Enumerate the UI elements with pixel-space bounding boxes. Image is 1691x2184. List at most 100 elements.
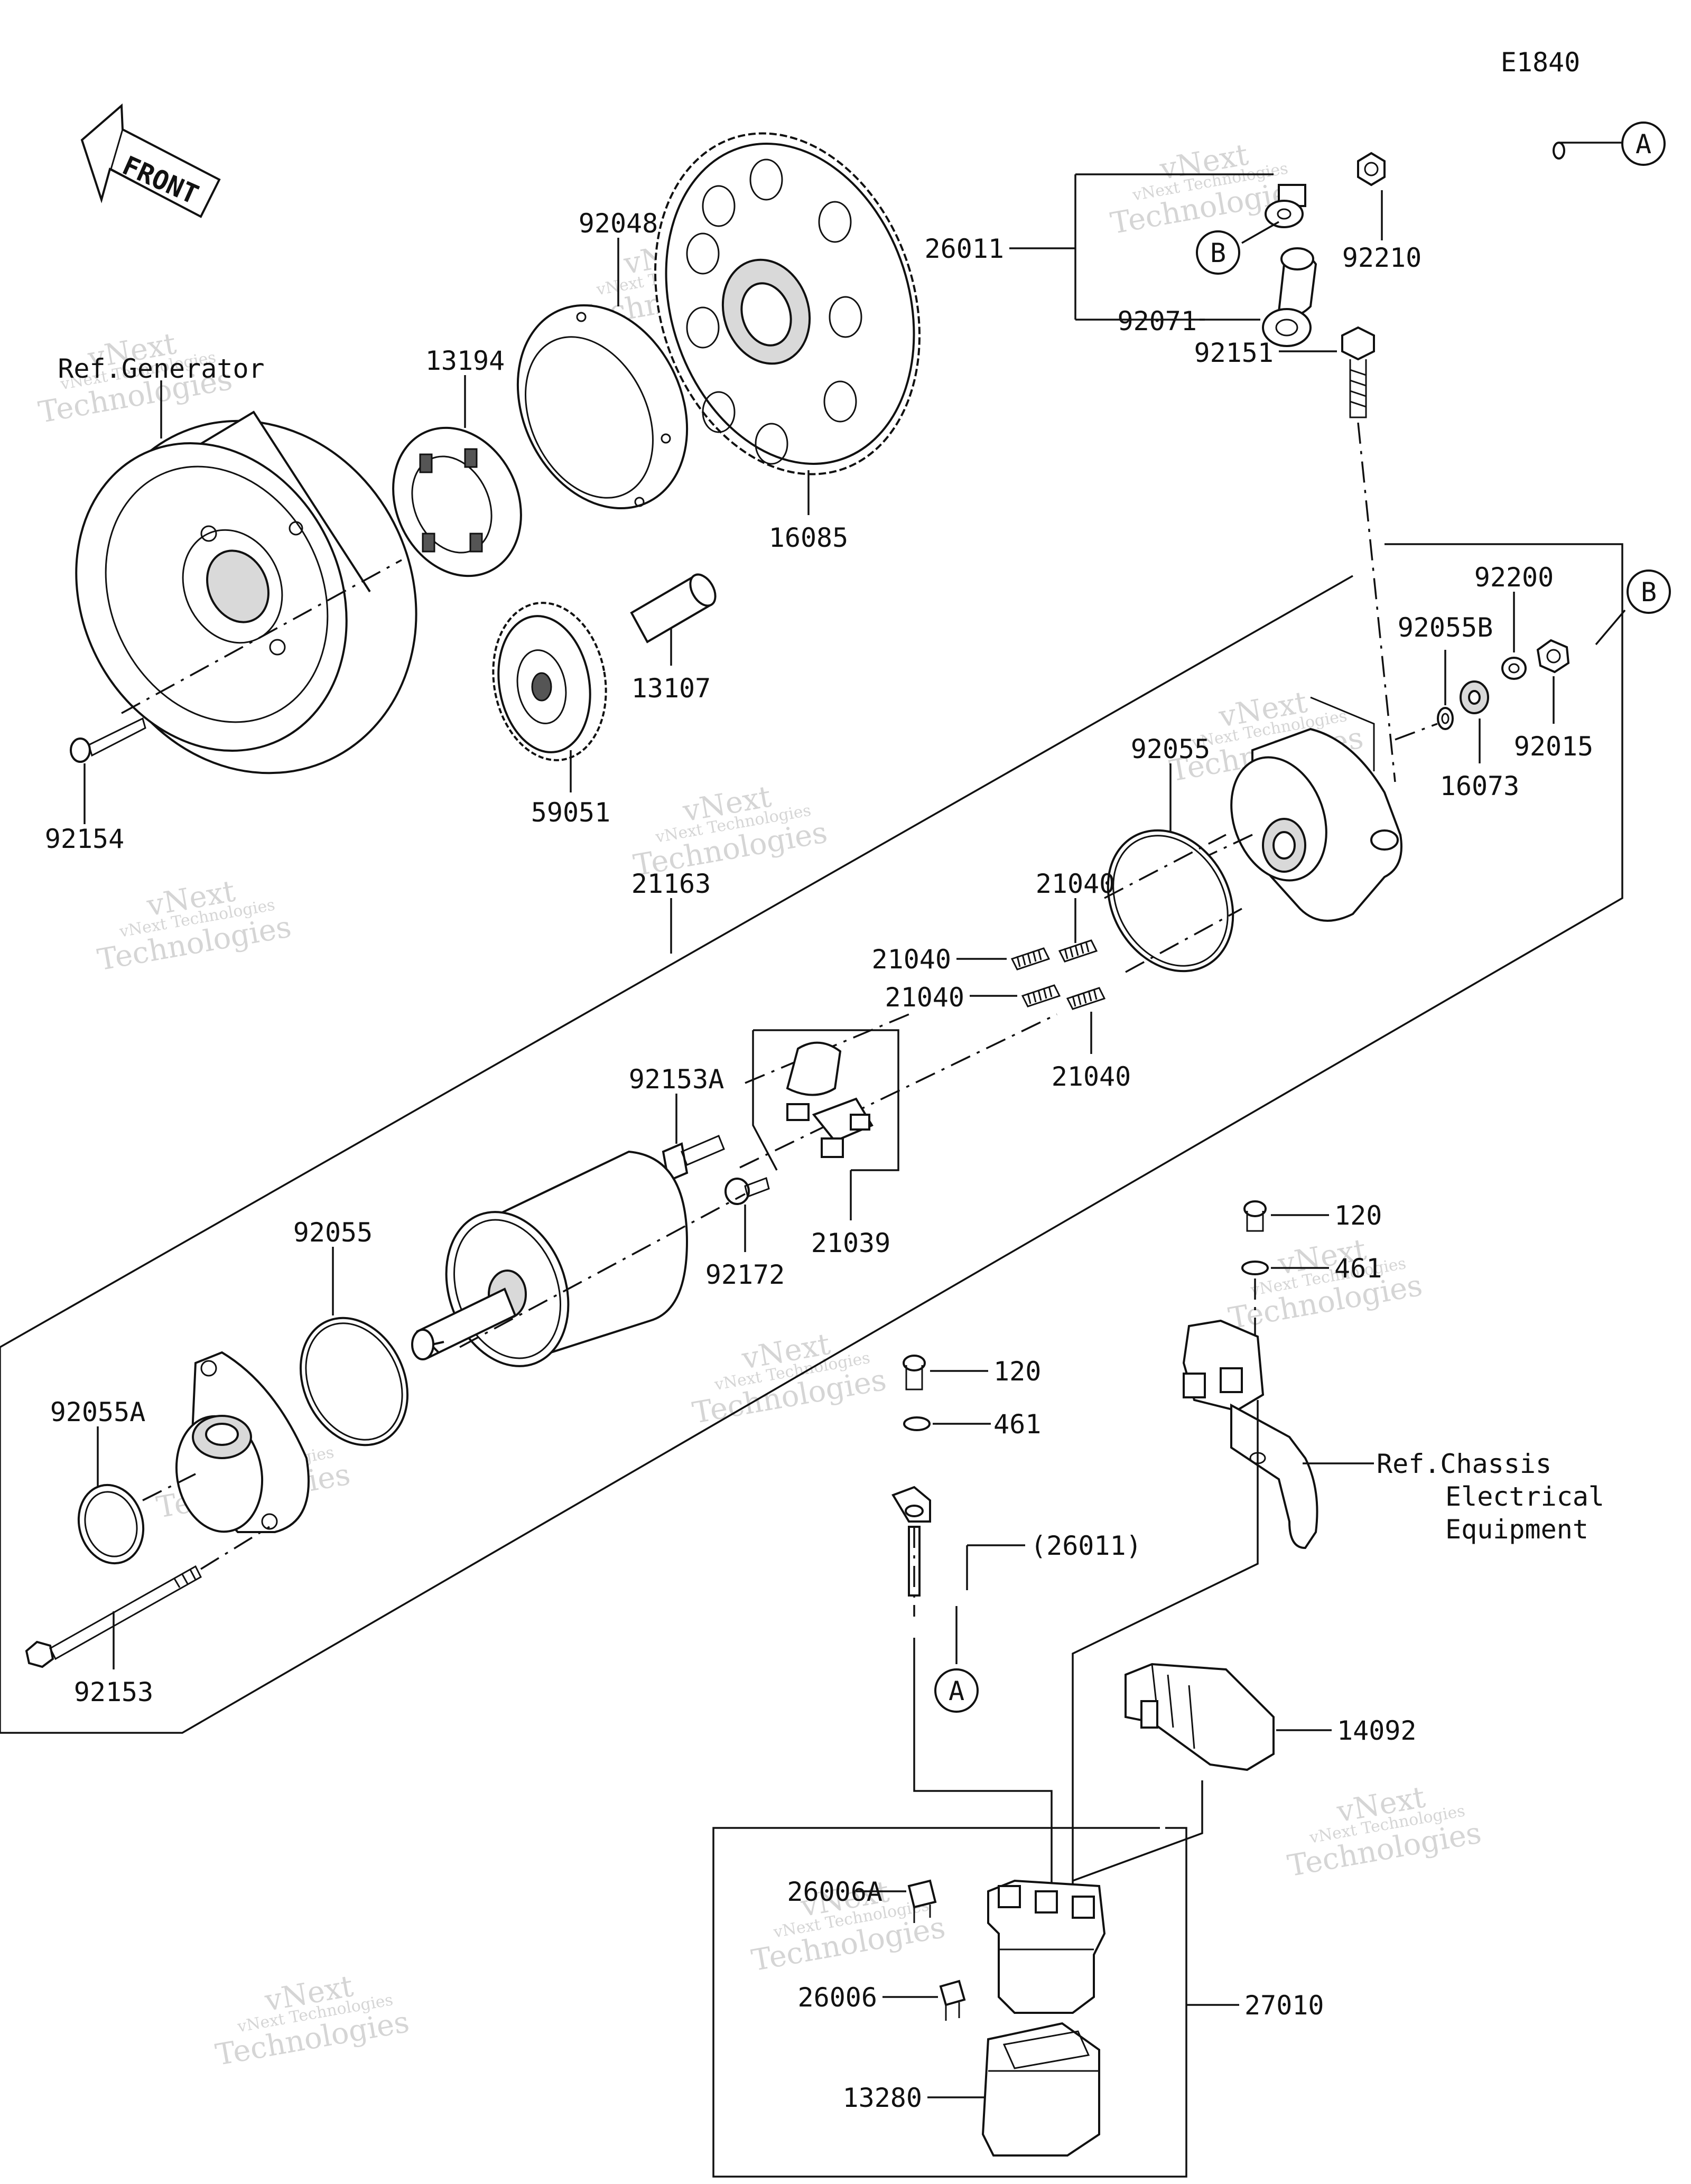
washer-92200 [1501, 657, 1527, 680]
watermark: vNext vNext Technologies Technologies [95, 874, 294, 977]
watermark: vNext vNext Technologies Technologies [690, 1327, 889, 1431]
part-92154-label: 92154 [45, 824, 125, 854]
starter-end-cover-left [175, 1351, 310, 1533]
part-21039-label: 21039 [811, 1228, 891, 1258]
brush-holder [752, 1029, 899, 1171]
ref-chassis-label-1: Ref.Chassis [1377, 1449, 1551, 1479]
nut-92015 [1536, 639, 1570, 674]
bracket [1074, 173, 1274, 321]
starter-end-cover-right [1230, 696, 1402, 922]
bolt-120-lower [903, 1355, 926, 1390]
part-16085-label: 16085 [769, 522, 849, 553]
part-120-b-label: 120 [993, 1356, 1041, 1387]
part-21040-c-label: 21040 [885, 982, 964, 1013]
part-14092-label: 14092 [1337, 1715, 1417, 1746]
part-92055-bottom-label: 92055 [293, 1217, 373, 1248]
fuse-26006A [907, 1879, 937, 1923]
part-16073-label: 16073 [1440, 771, 1520, 801]
relay-assembly-frame [712, 1827, 1187, 2178]
part-26011-label: 26011 [924, 234, 1004, 264]
watermark: vNext vNext Technologies Technologies [1226, 1233, 1425, 1336]
axis-line [1395, 723, 1438, 741]
starter-cable [1262, 123, 1565, 347]
axis-line [142, 1473, 196, 1501]
callout-circle [1196, 230, 1240, 275]
axis-line [1104, 834, 1227, 899]
idler-gear [492, 602, 607, 761]
callout-b-top: B [1210, 238, 1226, 268]
brush-spring [1058, 939, 1098, 963]
axis-line [200, 1526, 270, 1570]
starter-relay [987, 1879, 1106, 2014]
ref-generator-label: Ref.Generator [58, 353, 264, 384]
part-461-a-label: 461 [1334, 1253, 1382, 1284]
axis-line [459, 1193, 746, 1348]
part-26006-label: 26006 [797, 1982, 877, 2013]
part-92071-label: 92071 [1117, 306, 1197, 337]
wire-route [1072, 1780, 1203, 1882]
bolt-120-upper [1243, 1200, 1267, 1232]
screw-92172 [724, 1177, 770, 1205]
part-26006A-label: 26006A [787, 1877, 882, 1907]
watermark: vNext vNext Technologies Technologies [1285, 1780, 1484, 1883]
washer-461-upper [1241, 1261, 1269, 1275]
part-92015-label: 92015 [1514, 731, 1594, 762]
brush-spring [1066, 987, 1106, 1010]
part-13194-label: 13194 [425, 346, 505, 376]
part-92055B-label: 92055B [1398, 612, 1493, 643]
relay-bracket [1182, 1319, 1318, 1550]
part-21040-b-label: 21040 [1036, 869, 1116, 899]
watermark: vNext vNext Technologies Technologies [631, 779, 830, 883]
brush-spring [1021, 984, 1061, 1007]
callout-b-right: B [1641, 577, 1657, 608]
part-26011-ref-label: (26011) [1030, 1530, 1142, 1561]
bolt-92151 [1341, 326, 1375, 418]
callout-a-top: A [1636, 129, 1651, 160]
nut-16073 [1460, 680, 1489, 714]
callout-circle [934, 1668, 979, 1713]
part-120-a-label: 120 [1334, 1200, 1382, 1231]
axis-line [121, 559, 402, 714]
callout-circle [1627, 570, 1671, 614]
relay-cover [1125, 1663, 1275, 1771]
o-ring-92055-top [1107, 829, 1234, 973]
diagram-code: E1840 [1501, 47, 1581, 78]
idler-shaft [630, 573, 717, 643]
generator-rotor [75, 410, 417, 774]
part-13280-label: 13280 [842, 2083, 922, 2113]
part-21040-a-label: 21040 [871, 944, 951, 975]
ref-chassis-label-2: Electrical [1445, 1481, 1604, 1512]
part-92172-label: 92172 [705, 1259, 785, 1290]
part-21163-label: 21163 [631, 869, 711, 899]
callout-a-bottom: A [949, 1676, 964, 1706]
part-92210-label: 92210 [1342, 242, 1422, 273]
part-21040-d-label: 21040 [1052, 1061, 1131, 1092]
part-92153-label: 92153 [74, 1677, 154, 1707]
o-ring-92055A [77, 1483, 145, 1565]
leader [1241, 221, 1279, 244]
part-59051-label: 59051 [531, 797, 611, 828]
part-92048-label: 92048 [579, 208, 658, 239]
wire-route [913, 1638, 1053, 1912]
part-27010-label: 27010 [1244, 1990, 1324, 2021]
o-ring-92055B [1437, 707, 1454, 730]
long-bolt-92153 [25, 1565, 202, 1668]
leader [1595, 609, 1626, 646]
watermark: vNext vNext Technologies Technologies [213, 1969, 412, 2073]
axis-line [1357, 422, 1396, 782]
brush-spring [1010, 947, 1051, 970]
front-arrow-icon: FRONT [80, 103, 221, 218]
screw-92153A [662, 1135, 725, 1182]
wire-route [1072, 1400, 1259, 1912]
washer-461-lower [903, 1416, 931, 1431]
assembly-frame [0, 543, 1623, 1734]
fuse-26006 [939, 1980, 966, 2021]
callout-circle [1621, 122, 1666, 166]
ref-chassis-label-3: Equipment [1445, 1514, 1588, 1545]
bolt-92154 [70, 717, 146, 763]
relay-cable [891, 1486, 931, 1597]
relay-boot [981, 2022, 1100, 2157]
part-461-b-label: 461 [993, 1409, 1041, 1440]
part-92151-label: 92151 [1194, 338, 1274, 368]
